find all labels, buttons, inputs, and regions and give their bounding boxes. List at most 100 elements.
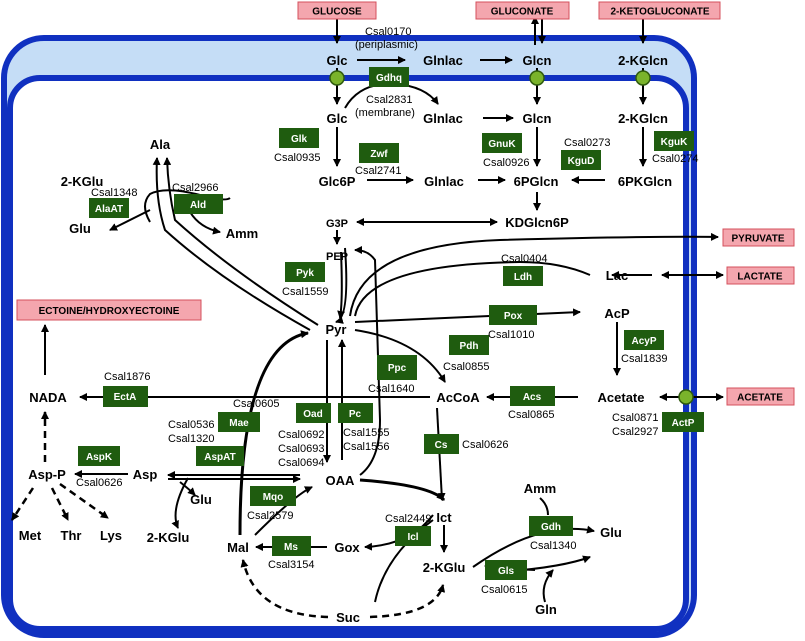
enzyme-glk: Glk: [279, 128, 319, 148]
enzyme-mqo: Mqo: [250, 486, 296, 506]
met-amm-gdh: Amm: [524, 481, 557, 496]
met-pyr: Pyr: [326, 322, 347, 337]
svg-text:Pyk: Pyk: [296, 268, 314, 279]
gene-csal2831: Csal2831: [366, 94, 412, 106]
enzyme-cs: Cs: [424, 434, 459, 454]
svg-text:Icl: Icl: [407, 532, 418, 543]
gene-csal0926: Csal0926: [483, 157, 529, 169]
svg-text:LACTATE: LACTATE: [737, 272, 783, 283]
met-lac: Lac: [606, 268, 628, 283]
gene-csal0274: Csal0274: [652, 153, 698, 165]
met-kglu-tca: 2-KGlu: [423, 560, 466, 575]
met-suc: Suc: [336, 610, 360, 625]
svg-text:PYRUVATE: PYRUVATE: [732, 234, 785, 245]
external-metabolites: GLUCOSE GLUCONATE 2-KETOGLUCONATE PYRUVA…: [16, 1, 795, 406]
svg-text:Pdh: Pdh: [460, 341, 479, 352]
reaction-arrows: [41, 16, 724, 603]
external-gluconate: GLUCONATE: [475, 1, 570, 20]
met-oaa: OAA: [326, 473, 356, 488]
met-glu-gdh: Glu: [600, 525, 622, 540]
met-nada: NADA: [29, 390, 67, 405]
svg-text:Oad: Oad: [303, 409, 322, 420]
met-6pkglcn: 6PKGlcn: [618, 174, 672, 189]
enzyme-pox: Pox: [489, 305, 537, 325]
gene-csal2741: Csal2741: [355, 165, 401, 177]
gene-csal1010: Csal1010: [488, 329, 534, 341]
gene-labels: Csal0170 (periplasmic) Csal2831 (membran…: [76, 26, 698, 596]
gluconate-transporter-icon: [529, 70, 545, 86]
svg-text:Gdh: Gdh: [541, 522, 561, 533]
gene-csal1340: Csal1340: [530, 540, 576, 552]
acetate-transporter-icon: [678, 389, 694, 405]
met-kglcn-periplasm: 2-KGlcn: [618, 53, 668, 68]
enzyme-icl: Icl: [395, 526, 431, 546]
svg-text:Gls: Gls: [498, 566, 515, 577]
met-asp: Asp: [133, 467, 158, 482]
svg-text:Zwf: Zwf: [370, 149, 388, 160]
met-glcn-periplasm: Glcn: [523, 53, 552, 68]
gene-csal0692: Csal0692: [278, 429, 324, 441]
enzyme-gnuk: GnuK: [482, 133, 522, 153]
gene-membrane-note: (membrane): [355, 107, 415, 119]
svg-text:AspK: AspK: [86, 452, 113, 463]
gene-csal0170: Csal0170: [365, 26, 411, 38]
svg-text:GnuK: GnuK: [488, 139, 516, 150]
met-lys: Lys: [100, 528, 122, 543]
met-mal: Mal: [227, 540, 249, 555]
svg-text:Cs: Cs: [435, 440, 448, 451]
gene-csal1839: Csal1839: [621, 353, 667, 365]
ketogluconate-transporter-icon: [635, 70, 651, 86]
gene-csal1556: Csal1556: [343, 441, 389, 453]
enzyme-pyk: Pyk: [285, 262, 325, 282]
gene-csal0273: Csal0273: [564, 137, 610, 149]
met-glu-asp: Glu: [190, 492, 212, 507]
svg-text:Ald: Ald: [190, 200, 206, 211]
svg-text:KguD: KguD: [568, 156, 595, 167]
external-lactate: LACTATE: [726, 266, 795, 285]
met-ala: Ala: [150, 137, 171, 152]
cytoplasm: [7, 75, 689, 632]
gene-csal0536: Csal0536: [168, 419, 214, 431]
met-glc-periplasm: Glc: [327, 53, 348, 68]
enzyme-ppc: Ppc: [377, 355, 417, 380]
met-glnlac-periplasm: Glnlac: [423, 53, 463, 68]
met-pep: PEP: [326, 251, 348, 263]
gene-csal0605: Csal0605: [233, 398, 279, 410]
met-ict: Ict: [436, 510, 452, 525]
gene-csal1555: Csal1555: [343, 427, 389, 439]
svg-text:Pc: Pc: [349, 409, 362, 420]
enzyme-gls: Gls: [485, 560, 527, 580]
enzyme-aspat: AspAT: [196, 446, 244, 466]
gene-csal0626-aspk: Csal0626: [76, 477, 122, 489]
met-kglu-asp: 2-KGlu: [147, 530, 190, 545]
met-accoa: AcCoA: [436, 390, 480, 405]
gene-csal1640: Csal1640: [368, 383, 414, 395]
met-6pglcn: 6PGlcn: [514, 174, 559, 189]
enzyme-ecta: EctA: [103, 386, 148, 407]
external-glucose: GLUCOSE: [297, 1, 377, 20]
gene-csal0871: Csal0871: [612, 412, 658, 424]
met-glnlac: Glnlac: [423, 111, 463, 126]
gene-csal2966: Csal2966: [172, 182, 218, 194]
enzyme-mae: Mae: [218, 412, 260, 432]
enzyme-zwf: Zwf: [359, 143, 399, 163]
dashed-arrows: [10, 411, 446, 619]
met-g3p: G3P: [326, 218, 348, 230]
svg-text:EctA: EctA: [114, 392, 137, 403]
met-gox: Gox: [334, 540, 360, 555]
met-glcn: Glcn: [523, 111, 552, 126]
svg-text:Mae: Mae: [229, 418, 249, 429]
svg-text:KguK: KguK: [661, 137, 688, 148]
gene-csal1876: Csal1876: [104, 371, 150, 383]
enzyme-oad: Oad: [296, 403, 331, 423]
svg-text:GLUCOSE: GLUCOSE: [312, 7, 362, 18]
enzymes: Gdhq Glk Zwf GnuK KguD KguK AlaAT Ald Py…: [78, 67, 704, 580]
enzyme-pdh: Pdh: [449, 335, 489, 355]
enzyme-kgud: KguD: [561, 150, 601, 170]
gene-csal0855: Csal0855: [443, 361, 489, 373]
met-thr: Thr: [61, 528, 82, 543]
external-pyruvate: PYRUVATE: [722, 228, 795, 247]
external-ketogluconate: 2-KETOGLUCONATE: [598, 1, 721, 20]
svg-text:ECTOINE/HYDROXYECTOINE: ECTOINE/HYDROXYECTOINE: [39, 306, 180, 317]
svg-text:Gdhq: Gdhq: [376, 73, 402, 84]
